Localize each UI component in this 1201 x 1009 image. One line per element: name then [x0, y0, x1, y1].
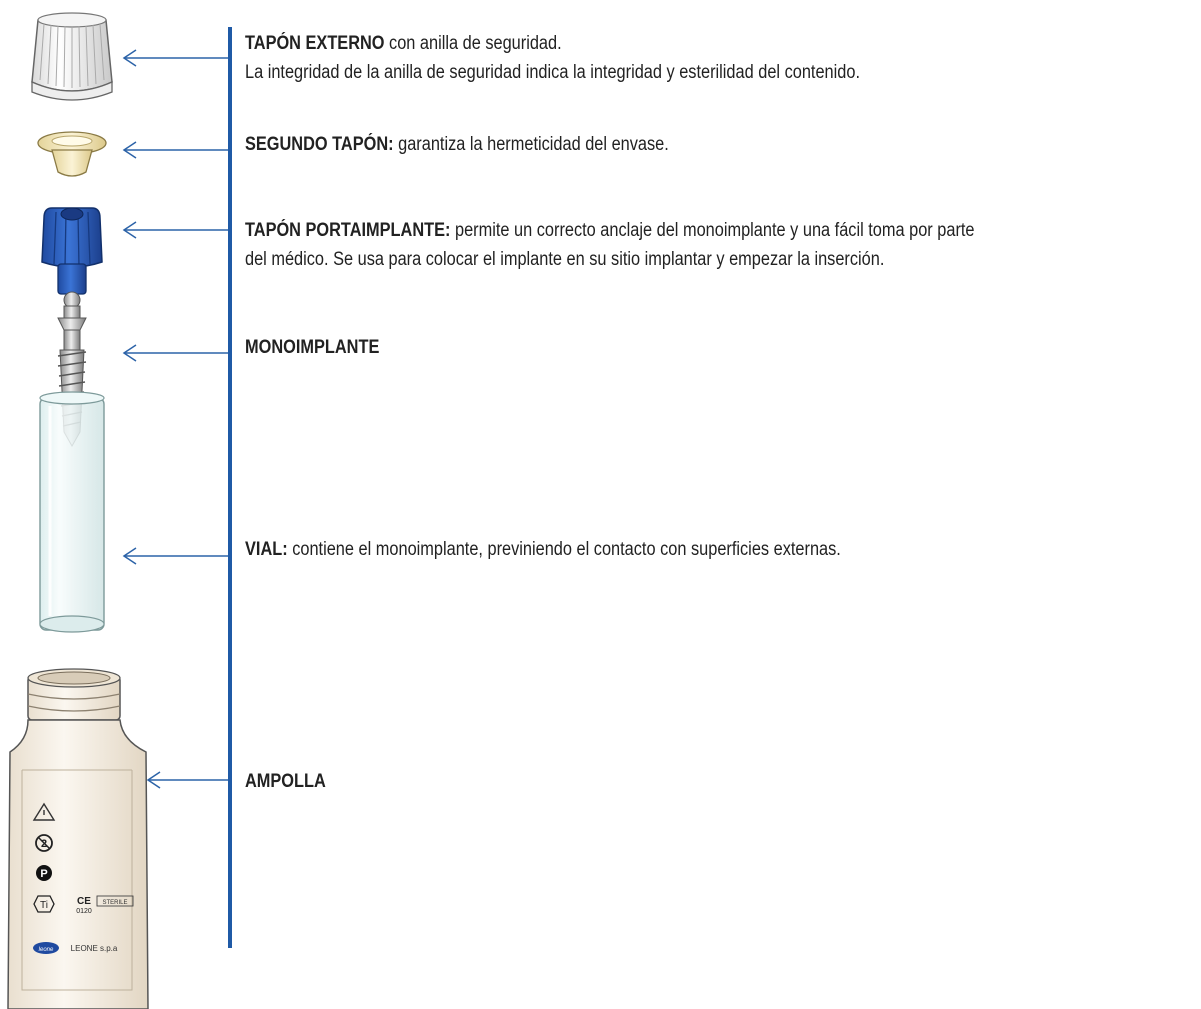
label-text: garantiza la hermeticidad del envase.	[393, 134, 669, 155]
arrow-icon	[122, 49, 228, 67]
titanium-symbol: Ti	[40, 900, 48, 911]
label-text: contiene el monoimplante, previniendo el…	[287, 539, 841, 560]
brand-badge: leone	[39, 947, 54, 953]
label-title: TAPÓN PORTAIMPLANTE:	[245, 220, 451, 241]
single-use-symbol: 2	[41, 838, 47, 850]
company-name: LEONE s.p.a	[71, 944, 118, 953]
arrow-icon	[122, 141, 228, 159]
arrow-icon	[122, 221, 228, 239]
label-title: MONOIMPLANTE	[245, 337, 380, 358]
single-use-icon: 2	[35, 834, 53, 852]
label-tapon-externo: TAPÓN EXTERNO con anilla de seguridad. L…	[245, 29, 860, 87]
ce-mark: CE	[77, 896, 91, 907]
callout-arrows	[122, 49, 228, 789]
label-monoimplante: MONOIMPLANTE	[245, 333, 379, 362]
vial-illustration	[39, 391, 105, 633]
label-segundo-tapon: SEGUNDO TAPÓN: garantiza la hermeticidad…	[245, 130, 669, 159]
arrow-icon	[122, 344, 228, 362]
label-tapon-portaimplante: TAPÓN PORTAIMPLANTE: permite un correcto…	[245, 216, 975, 274]
warning-icon	[32, 802, 56, 821]
label-vial: VIAL: contiene el monoimplante, previnie…	[245, 535, 841, 564]
sterile-badge: STERILE	[102, 900, 127, 906]
outer-cap-illustration	[31, 12, 113, 101]
p-symbol: P	[40, 868, 47, 880]
label-title: AMPOLLA	[245, 771, 326, 792]
implant-holder-illustration	[41, 207, 103, 295]
p-symbol-icon: P	[36, 865, 52, 881]
arrow-icon	[146, 771, 228, 789]
label-text: permite un correcto anclaje del monoimpl…	[450, 220, 975, 241]
label-title: VIAL:	[245, 539, 288, 560]
label-ampolla: AMPOLLA	[245, 767, 326, 796]
ce-number: 0120	[76, 908, 92, 915]
bottle-illustration: 2 P Ti CE 0120 STERILE leone LEONE s.p.a	[7, 668, 149, 1009]
arrow-icon	[122, 547, 228, 565]
second-stopper-illustration	[37, 131, 107, 177]
vertical-divider-line	[228, 27, 232, 948]
titanium-icon: Ti	[33, 895, 55, 913]
label-title: SEGUNDO TAPÓN:	[245, 134, 394, 155]
label-text-line2: La integridad de la anilla de seguridad …	[245, 62, 860, 83]
label-text-line2: del médico. Se usa para colocar el impla…	[245, 249, 885, 270]
label-text: con anilla de seguridad.	[384, 33, 562, 54]
label-title: TAPÓN EXTERNO	[245, 33, 385, 54]
